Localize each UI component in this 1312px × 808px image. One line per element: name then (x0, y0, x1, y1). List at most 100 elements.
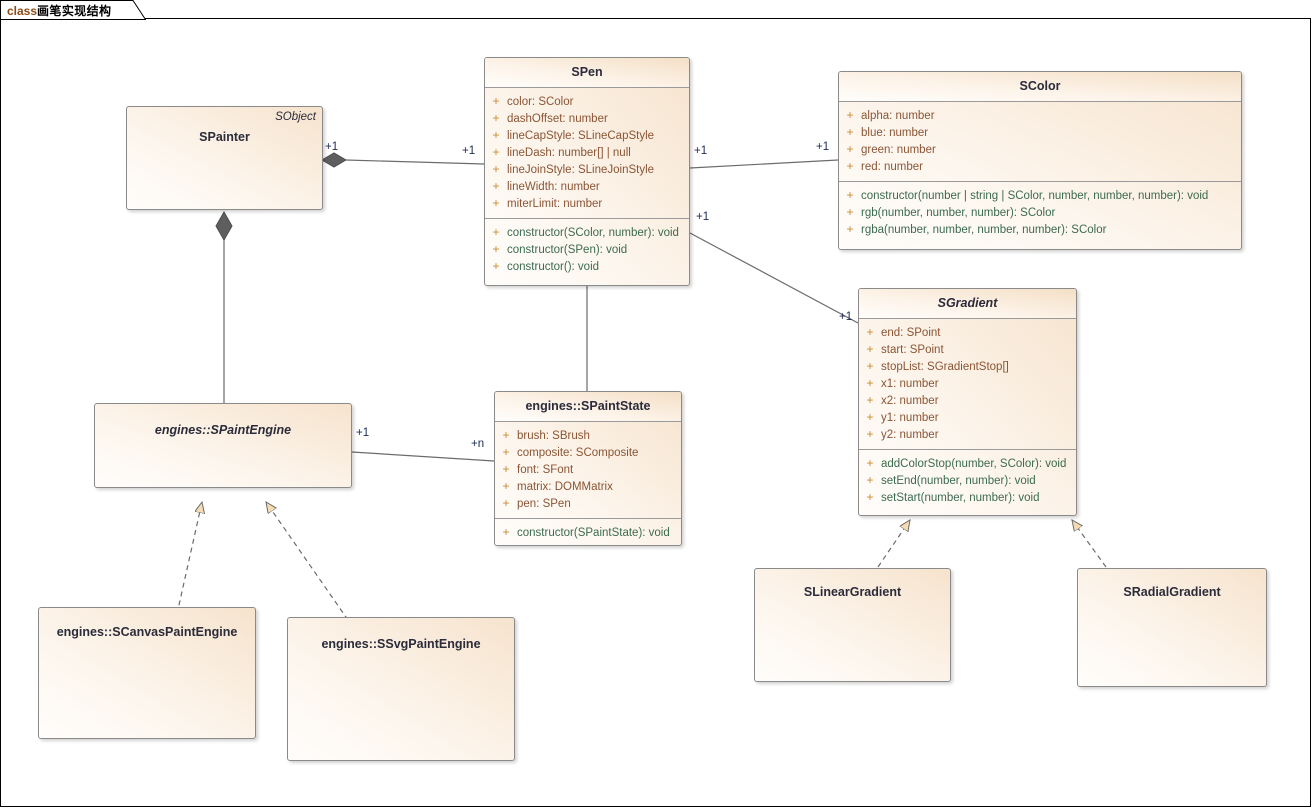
link-pen-gradient (689, 232, 859, 324)
attribute-text: start: SPoint (881, 344, 944, 356)
attribute-row: + lineWidth: number (485, 178, 689, 195)
operation-text: constructor(): void (507, 261, 600, 273)
attribute-text: lineWidth: number (507, 181, 600, 193)
multiplicity-pen-gradient-source: +1 (696, 211, 710, 223)
attribute-row: +red: number (839, 158, 1241, 175)
visibility-marker: + (502, 462, 510, 476)
class-box-spainter[interactable]: SObject SPainter (126, 106, 323, 210)
attribute-row: + matrix: DOMMatrix (495, 478, 681, 495)
visibility-marker: + (502, 428, 510, 442)
class-box-sgradient[interactable]: SGradient +end: SPoint +start: SPoint +s… (858, 288, 1077, 516)
attribute-row: +alpha: number (839, 107, 1241, 124)
link-radialgradient-realizes-sgradient (1072, 520, 1107, 568)
visibility-marker: + (846, 142, 854, 156)
operation-row: +constructor(SColor, number): void (485, 224, 689, 241)
attribute-row: +y2: number (859, 426, 1076, 443)
attribute-row: + lineJoinStyle: SLineJoinStyle (485, 161, 689, 178)
visibility-marker: + (492, 196, 500, 210)
operation-row: +addColorStop(number, SColor): void (859, 455, 1076, 472)
class-name-spen: SPen (571, 65, 603, 79)
operation-text: constructor(number | string | SColor, nu… (861, 190, 1209, 202)
class-attributes-scolor: +alpha: number +blue: number +green: num… (839, 102, 1241, 182)
class-name-sradialgradient: SRadialGradient (1123, 585, 1221, 599)
diagram-title-name: 画笔实现结构 (37, 4, 112, 18)
visibility-marker: + (866, 393, 874, 407)
visibility-marker: + (492, 179, 500, 193)
class-box-sradialgradient[interactable]: SRadialGradient (1077, 568, 1267, 687)
attribute-row: +end: SPoint (859, 324, 1076, 341)
visibility-marker: + (502, 445, 510, 459)
visibility-marker: + (502, 496, 510, 510)
attribute-row: +y1: number (859, 409, 1076, 426)
class-header-spaintengine: engines::SPaintEngine (95, 404, 351, 444)
attribute-row: +color: SColor (485, 93, 689, 110)
class-attributes-spaintstate: +brush: SBrush +composite: SComposite +f… (495, 422, 681, 519)
class-header-spainter: SObject SPainter (127, 107, 322, 151)
link-svgengine-realizes-paintengine (266, 502, 349, 621)
class-attributes-spen: +color: SColor + dashOffset: number + line… (485, 88, 689, 219)
operation-text: rgba(number, number, number, number): SC… (861, 224, 1107, 236)
operation-text: setStart(number, number): void (881, 492, 1040, 504)
multiplicity-painter-pen-target: +1 (462, 145, 476, 157)
link-painter-pen (321, 152, 485, 168)
visibility-marker: + (492, 259, 500, 273)
class-box-spaintengine[interactable]: engines::SPaintEngine (94, 403, 352, 488)
attribute-text: blue: number (861, 127, 929, 139)
visibility-marker: + (866, 473, 874, 487)
operation-text: rgb(number, number, number): SColor (861, 207, 1056, 219)
operation-row: + setStart(number, number): void (859, 489, 1076, 506)
visibility-marker: + (846, 222, 854, 236)
operation-text: setEnd(number, number): void (881, 475, 1036, 487)
visibility-marker: + (502, 479, 510, 493)
attribute-text: dashOffset: number (507, 113, 608, 125)
attribute-text: lineJoinStyle: SLineJoinStyle (507, 164, 655, 176)
diagram-title-prefix: class (7, 4, 38, 18)
operation-row: +constructor(number | string | SColor, n… (839, 187, 1241, 204)
attribute-text: matrix: DOMMatrix (517, 481, 613, 493)
visibility-marker: + (502, 525, 510, 539)
attribute-text: red: number (861, 161, 924, 173)
link-paintengine-paintstate (351, 451, 495, 462)
operation-text: constructor(SPen): void (507, 244, 628, 256)
visibility-marker: + (866, 410, 874, 424)
class-header-scolor: SColor (839, 72, 1241, 102)
class-name-scolor: SColor (1019, 79, 1061, 93)
attribute-row: +green: number (839, 141, 1241, 158)
class-name-scanvaspaintengine: engines::SCanvasPaintEngine (56, 625, 238, 639)
attribute-row: +miterLimit: number (485, 195, 689, 212)
attribute-row: +x1: number (859, 375, 1076, 392)
diagram-title-text: class画笔实现结构 (7, 2, 111, 19)
attribute-row: + stopList: SGradientStop[] (859, 358, 1076, 375)
diagram-title-tab: class画笔实现结构 (0, 0, 146, 20)
class-box-scolor[interactable]: SColor +alpha: number +blue: number +gre… (838, 71, 1242, 250)
class-header-spen: SPen (485, 58, 689, 88)
attribute-row: + x2: number (859, 392, 1076, 409)
multiplicity-painter-pen-source: +1 (325, 141, 339, 153)
attribute-text: x2: number (881, 395, 939, 407)
visibility-marker: + (492, 145, 500, 159)
class-box-slineargradient[interactable]: SLinearGradient (754, 568, 951, 682)
visibility-marker: + (492, 162, 500, 176)
visibility-marker: + (866, 376, 874, 390)
class-box-scanvaspaintengine[interactable]: engines::SCanvasPaintEngine (38, 607, 256, 739)
link-lineargradient-realizes-sgradient (877, 520, 910, 568)
attribute-text: stopList: SGradientStop[] (881, 361, 1009, 373)
visibility-marker: + (492, 128, 500, 142)
link-canvasengine-realizes-paintengine (176, 502, 202, 615)
operation-row: +constructor(SPaintState): void (495, 524, 681, 541)
attribute-row: +composite: SComposite (495, 444, 681, 461)
visibility-marker: + (866, 342, 874, 356)
class-box-spaintstate[interactable]: engines::SPaintState +brush: SBrush +com… (494, 391, 682, 546)
visibility-marker: + (492, 94, 500, 108)
class-box-ssvgpaintengine[interactable]: engines::SSvgPaintEngine (287, 617, 515, 761)
attribute-text: alpha: number (861, 110, 935, 122)
class-header-sradialgradient: SRadialGradient (1078, 569, 1266, 605)
operation-row: +constructor(SPen): void (485, 241, 689, 258)
class-box-spen[interactable]: SPen +color: SColor + dashOffset: number … (484, 57, 690, 286)
attribute-text: brush: SBrush (517, 430, 590, 442)
visibility-marker: + (866, 359, 874, 373)
attribute-row: + brush: SBrush (495, 427, 681, 444)
visibility-marker: + (846, 125, 854, 139)
visibility-marker: + (866, 490, 874, 504)
